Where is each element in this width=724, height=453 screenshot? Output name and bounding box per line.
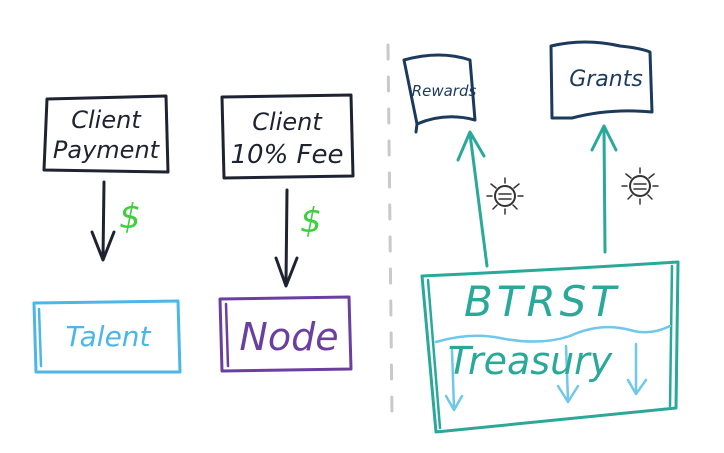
treasury-title: BTRST (464, 277, 620, 326)
arrow-fee-to-node (274, 188, 299, 288)
treasury-wave (434, 324, 672, 344)
arrow-payment-to-talent (90, 180, 116, 262)
client-fee-line1: Client (252, 108, 323, 136)
client-payment-box: Client Payment (42, 94, 170, 174)
sun-burst-icon (621, 167, 659, 205)
client-payment-line1: Client (71, 106, 142, 134)
grants-label: Grants (569, 67, 643, 92)
arrow-treasury-to-grants (590, 124, 618, 254)
section-divider (386, 43, 394, 417)
talent-label: Talent (65, 320, 151, 353)
rewards-flag: Rewards (402, 53, 477, 134)
sun-burst-icon (486, 177, 524, 215)
node-box: Node (218, 295, 353, 373)
node-label: Node (239, 315, 338, 359)
grants-flag: Grants (549, 40, 654, 120)
arrow-treasury-to-rewards (456, 130, 489, 268)
rewards-label: Rewards (412, 82, 477, 100)
treasury-subtitle: Treasury (448, 339, 613, 383)
dollar-sign-fee: $ (300, 201, 322, 241)
client-payment-line2: Payment (53, 136, 161, 164)
client-fee-box: Client 10% Fee (220, 93, 355, 180)
treasury-box: BTRST Treasury (420, 260, 680, 434)
client-fee-line2: 10% Fee (230, 140, 343, 170)
dollar-sign-payment: $ (119, 197, 141, 237)
talent-box: Talent (32, 299, 182, 374)
